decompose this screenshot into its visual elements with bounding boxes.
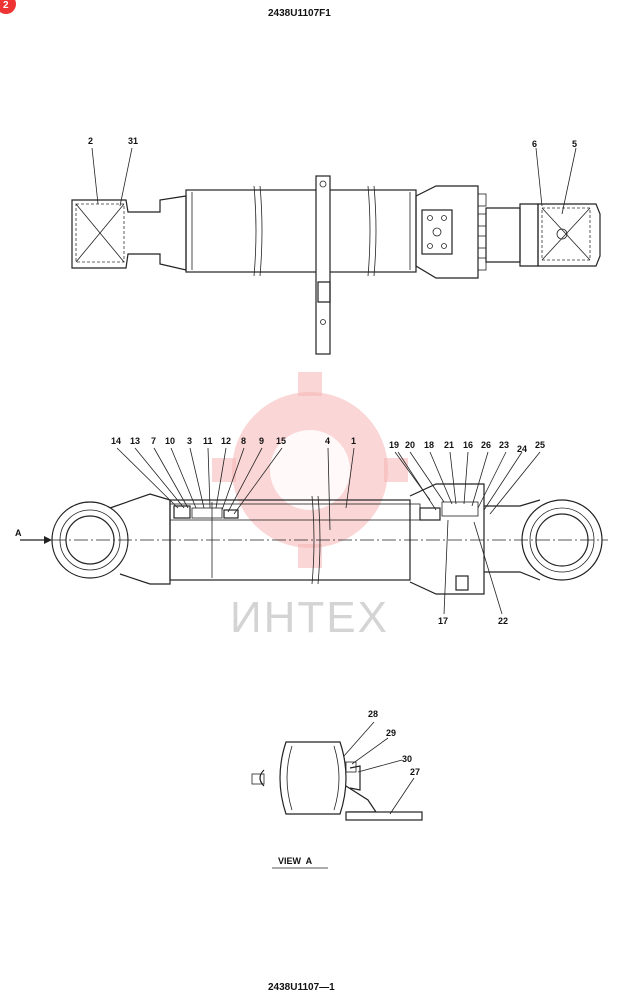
callout-9: 9 [259,436,264,446]
callout-26: 26 [481,440,491,450]
callout-7: 7 [151,436,156,446]
page-badge: 2 [0,0,16,14]
callout-12: 12 [221,436,231,446]
section-view-cylinder [20,483,608,595]
view-a-detail [251,721,423,869]
callout-17: 17 [438,616,448,626]
callout-10: 10 [165,436,175,446]
drawing-number-footer: 2438U1107—1 [268,982,335,993]
callout-30: 30 [402,754,412,764]
callout-4: 4 [325,436,330,446]
callout-23: 23 [499,440,509,450]
callout-11: 11 [203,436,213,446]
callout-16: 16 [463,440,473,450]
section-left-leaders [116,447,355,531]
section-right-leaders [394,451,541,615]
callout-19: 19 [389,440,399,450]
callout-6: 6 [532,139,537,149]
callout-21: 21 [444,440,454,450]
callout-5: 5 [572,139,577,149]
callout-8: 8 [241,436,246,446]
view-arrow-label-a: A [15,528,22,538]
drawing-number-header: 2438U1107F1 [268,8,331,19]
callout-1: 1 [351,436,356,446]
callout-18: 18 [424,440,434,450]
callout-29: 29 [386,728,396,738]
callout-3: 3 [187,436,192,446]
callout-28: 28 [368,709,378,719]
watermark-gear-logo [212,372,408,568]
callout-13: 13 [130,436,140,446]
callout-25: 25 [535,440,545,450]
callout-27: 27 [410,767,420,777]
callout-20: 20 [405,440,415,450]
callout-22: 22 [498,616,508,626]
top-view-leaders [91,147,577,215]
badge-text: 2 [3,0,9,11]
callout-31: 31 [128,136,138,146]
callout-2: 2 [88,136,93,146]
callout-14: 14 [111,436,121,446]
view-a-caption: VIEW A [278,856,313,866]
watermark-text: ИНТЕХ [230,593,389,642]
callout-24: 24 [517,444,527,454]
top-view-cylinder [71,175,601,355]
callout-15: 15 [276,436,286,446]
